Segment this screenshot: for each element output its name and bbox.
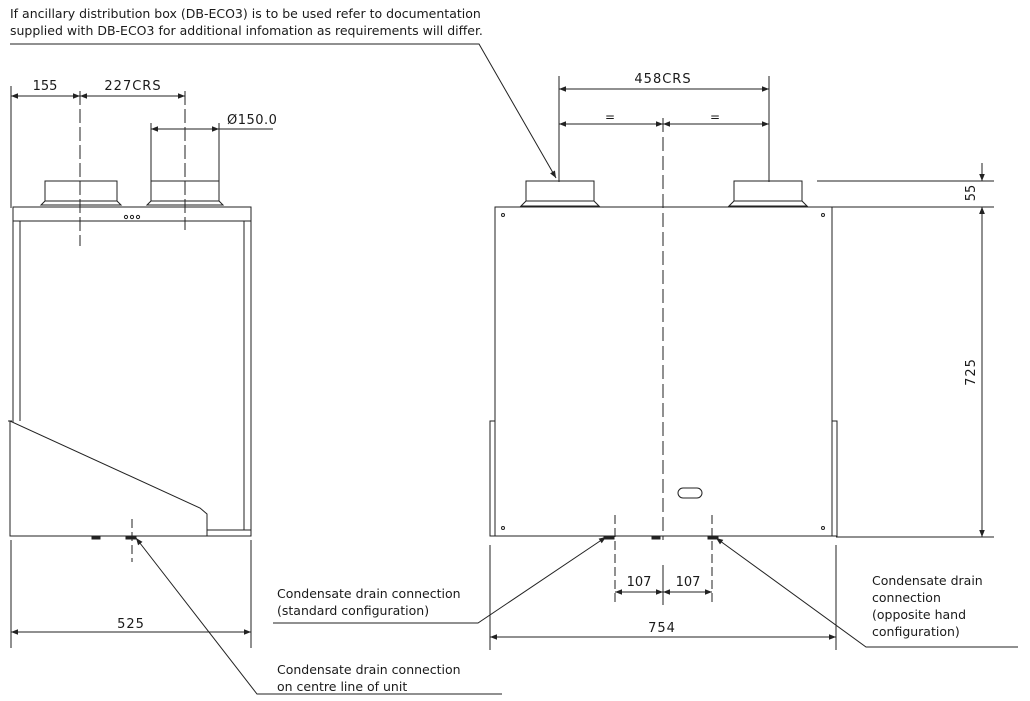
handle-slot [677, 487, 703, 499]
note-line: Condensate drain connection [277, 662, 461, 677]
front-dimensions [489, 76, 994, 650]
dim-unit-height: 725 [964, 358, 979, 386]
screw [501, 213, 505, 217]
note-line: on centre line of unit [277, 679, 408, 694]
note-line: configuration) [872, 624, 960, 639]
dim-unit-width: 754 [648, 621, 676, 636]
drain-standard-note: Condensate drain connection (standard co… [277, 585, 461, 619]
side-base-panel [9, 420, 208, 537]
dim-side-offset: 155 [33, 79, 58, 94]
front-spigot-right [727, 180, 809, 207]
front-view [489, 118, 838, 605]
screw [821, 526, 825, 530]
screw [821, 213, 825, 217]
indicator-dot [123, 214, 129, 220]
dim-front-spigot-crs: 458CRS [634, 72, 691, 87]
front-spigot-left [519, 180, 601, 207]
note-line: connection [872, 590, 941, 605]
side-view [8, 91, 252, 562]
indicator-dot [135, 214, 141, 220]
drain-opposite-note: Condensate drain connection (opposite ha… [872, 572, 983, 640]
note-line: (opposite hand [872, 607, 967, 622]
dim-equal-right: = [710, 110, 720, 124]
dim-drain-right: 107 [676, 575, 701, 590]
dim-equal-left: = [605, 110, 615, 124]
dim-side-spigot-crs: 227CRS [104, 79, 161, 94]
side-dimensions [10, 86, 273, 648]
indicator-dot [129, 214, 135, 220]
note-line: Condensate drain connection [277, 586, 461, 601]
note-line: If ancillary distribution box (DB-ECO3) … [10, 6, 481, 21]
dim-drain-left: 107 [627, 575, 652, 590]
leader-lines [10, 43, 1018, 695]
drain-centre-note: Condensate drain connection on centre li… [277, 661, 461, 695]
dim-side-depth: 525 [117, 617, 145, 632]
note-line: (standard configuration) [277, 603, 430, 618]
screw [501, 526, 505, 530]
dim-spigot-height: 55 [964, 185, 979, 202]
right-bracket [831, 420, 838, 537]
left-bracket [489, 420, 496, 537]
note-line: Condensate drain [872, 573, 983, 588]
note-line: supplied with DB-ECO3 for additional inf… [10, 23, 483, 38]
ancillary-box-note: If ancillary distribution box (DB-ECO3) … [10, 5, 483, 39]
dim-spigot-diameter: Ø150.0 [227, 113, 277, 128]
